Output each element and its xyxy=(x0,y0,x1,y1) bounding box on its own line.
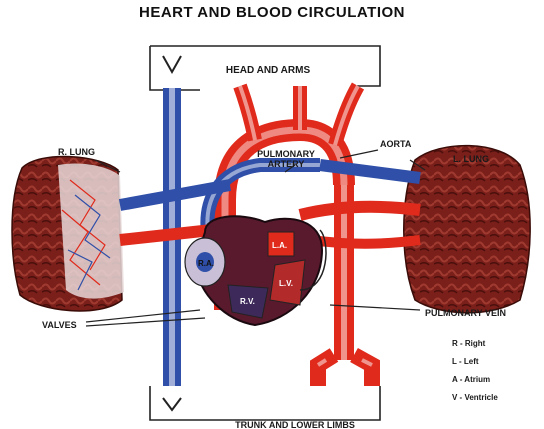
head-arms-label: HEAD AND ARMS xyxy=(226,65,311,76)
rv-label: R.V. xyxy=(240,297,255,306)
legend-item-ventricle: V - Ventricle xyxy=(452,393,498,402)
head-and-arms-box: HEAD AND ARMS xyxy=(150,46,380,90)
legend-item-left: L - Left xyxy=(452,357,479,366)
left-lung xyxy=(404,146,530,313)
heart xyxy=(185,216,322,325)
la-label: L.A. xyxy=(272,241,287,250)
l-lung-label: L. LUNG xyxy=(453,154,489,164)
ra-label: R.A. xyxy=(198,259,214,268)
trunk-box: TRUNK AND LOWER LIMBS xyxy=(150,386,380,429)
legend: R - Right L - Left A - Atrium V - Ventri… xyxy=(452,339,498,402)
pulmonary-artery-label-line2: ARTERY xyxy=(268,159,305,169)
r-lung-label: R. LUNG xyxy=(58,147,95,157)
pulmonary-vein-label: PULMONARY VEIN xyxy=(425,308,506,318)
legend-item-right: R - Right xyxy=(452,339,486,348)
valves-label: VALVES xyxy=(42,320,77,330)
pulmonary-vein-left xyxy=(300,207,420,215)
legend-item-atrium: A - Atrium xyxy=(452,375,490,384)
trunk-label: TRUNK AND LOWER LIMBS xyxy=(235,420,355,429)
pulmonary-artery-label-line1: PULMONARY xyxy=(257,149,315,159)
lv-label: L.V. xyxy=(279,279,293,288)
aorta-label: AORTA xyxy=(380,139,412,149)
